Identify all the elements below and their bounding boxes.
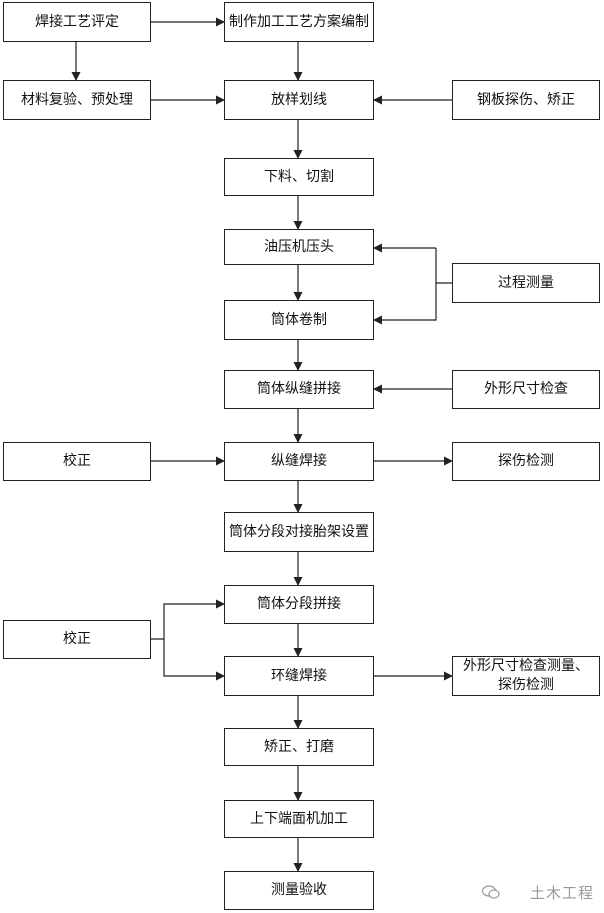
node-label: 校正 xyxy=(63,453,91,469)
node-material-recheck: 材料复验、预处理 xyxy=(3,80,151,120)
node-segment-jig-setup: 筒体分段对接胎架设置 xyxy=(224,512,374,552)
node-correct-and-grind: 矫正、打磨 xyxy=(224,728,374,766)
arrow-n17-n18 xyxy=(163,639,225,681)
node-label: 校正 xyxy=(63,631,91,647)
node-plate-inspection: 钢板探伤、矫正 xyxy=(452,80,600,120)
node-label: 放样划线 xyxy=(271,91,327,108)
arrow-n17-n16 xyxy=(151,599,225,640)
watermark: 土木工程 xyxy=(529,884,594,902)
node-acceptance-measurement: 测量验收 xyxy=(224,871,374,910)
node-label: 过程测量 xyxy=(498,274,554,291)
node-cutting: 下料、切割 xyxy=(224,158,374,196)
node-label: 外形尺寸检查 xyxy=(484,381,568,397)
node-label: 筒体分段拼接 xyxy=(257,596,341,612)
node-label: 焊接工艺评定 xyxy=(35,13,119,30)
node-correction-1: 校正 xyxy=(3,442,151,481)
node-label: 钢板探伤、矫正 xyxy=(477,91,575,108)
connector-n8 xyxy=(435,248,452,284)
node-label: 环缝焊接 xyxy=(271,667,327,684)
node-label: 纵缝焊接 xyxy=(271,453,327,469)
node-label: 筒体分段对接胎架设置 xyxy=(229,523,369,540)
node-welding-procedure-qualification: 焊接工艺评定 xyxy=(3,2,151,42)
node-longitudinal-seam-assembly: 筒体纵缝拼接 xyxy=(224,370,374,409)
node-label: 制作加工工艺方案编制 xyxy=(229,13,369,30)
node-shape-dimension-check: 外形尺寸检查 xyxy=(452,370,600,409)
node-correction-2: 校正 xyxy=(3,620,151,659)
node-longitudinal-welding: 纵缝焊接 xyxy=(224,442,374,481)
node-press-head: 油压机压头 xyxy=(224,229,374,265)
node-cylinder-rolling: 筒体卷制 xyxy=(224,300,374,340)
node-label: 筒体纵缝拼接 xyxy=(257,381,341,397)
node-label: 油压机压头 xyxy=(264,238,334,255)
node-label: 下料、切割 xyxy=(264,168,334,185)
node-label: 上下端面机加工 xyxy=(250,810,348,827)
node-end-face-machining: 上下端面机加工 xyxy=(224,800,374,838)
node-label: 测量验收 xyxy=(271,882,327,898)
node-label: 矫正、打磨 xyxy=(264,738,334,755)
node-layout-marking: 放样划线 xyxy=(224,80,374,120)
node-dimension-and-flaw-check: 外形尺寸检查测量、探伤检测 xyxy=(452,656,600,696)
node-flaw-detection: 探伤检测 xyxy=(452,442,600,481)
node-label: 探伤检测 xyxy=(498,453,554,469)
node-process-plan: 制作加工工艺方案编制 xyxy=(224,2,374,42)
wechat-icon xyxy=(482,885,500,899)
node-circumferential-welding: 环缝焊接 xyxy=(224,656,374,696)
node-process-measurement: 过程测量 xyxy=(452,263,600,303)
node-segment-assembly: 筒体分段拼接 xyxy=(224,585,374,624)
node-label: 外形尺寸检查测量、探伤检测 xyxy=(463,658,589,693)
node-label: 筒体卷制 xyxy=(271,311,327,328)
arrow-n8-n9 xyxy=(373,283,437,325)
node-label: 材料复验、预处理 xyxy=(21,91,133,108)
